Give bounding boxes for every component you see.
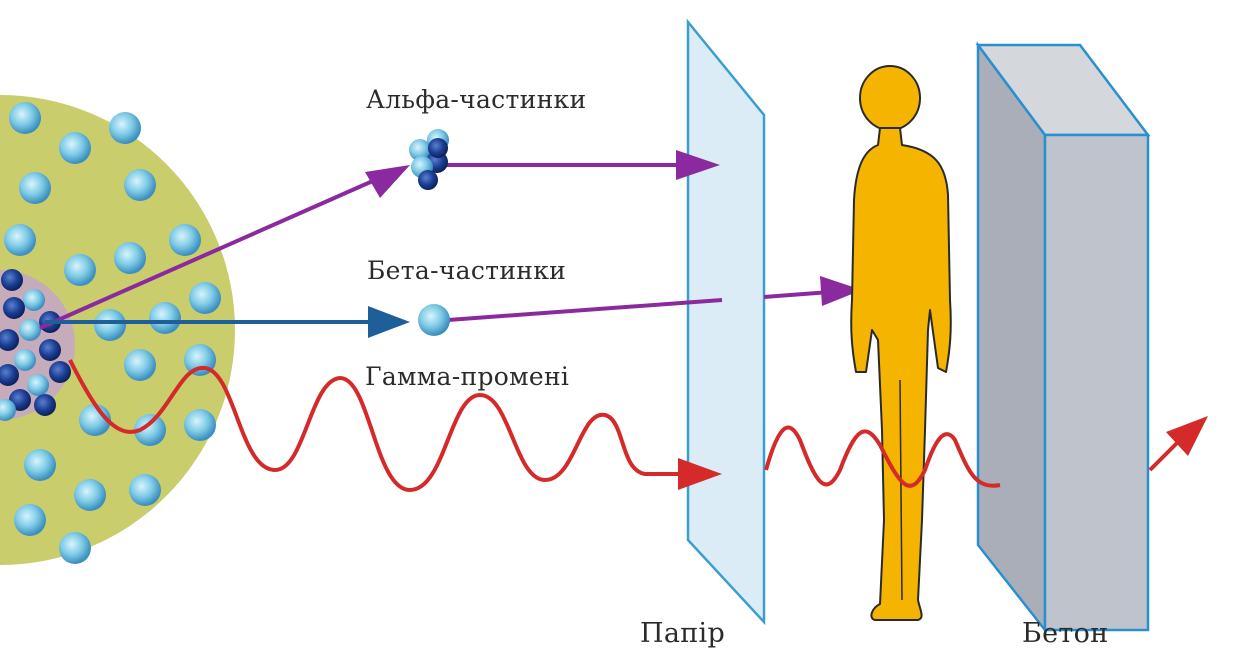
paper-label: Папір xyxy=(640,618,725,649)
gamma-label: Гамма-промені xyxy=(365,362,569,391)
source-particle xyxy=(24,449,56,481)
nucleus-particle xyxy=(34,394,56,416)
nucleus-particle xyxy=(1,269,23,291)
nucleus-particle xyxy=(23,289,45,311)
source-particle xyxy=(114,242,146,274)
source-particle xyxy=(59,132,91,164)
concrete-side xyxy=(978,45,1045,630)
alpha-arrowhead-1 xyxy=(365,165,410,198)
source-particle xyxy=(184,409,216,441)
beta-label: Бета-частинки xyxy=(367,256,566,285)
source-particle xyxy=(74,479,106,511)
source-particle xyxy=(169,224,201,256)
nucleus-particle xyxy=(14,349,36,371)
source-particle xyxy=(129,474,161,506)
nucleus-particle xyxy=(27,374,49,396)
concrete-label: Бетон xyxy=(1022,618,1109,649)
source-particle xyxy=(94,309,126,341)
source-particle xyxy=(4,224,36,256)
nucleus-particle xyxy=(3,297,25,319)
source-particle xyxy=(189,282,221,314)
source-particle xyxy=(124,349,156,381)
source-particle xyxy=(19,172,51,204)
radioactive-source-icon xyxy=(0,95,235,565)
source-particle xyxy=(124,169,156,201)
source-particle xyxy=(14,504,46,536)
alpha-label: Альфа-частинки xyxy=(366,85,586,114)
source-particle xyxy=(64,254,96,286)
source-particle xyxy=(109,112,141,144)
paper-sheet xyxy=(688,22,764,622)
concrete-block xyxy=(978,45,1148,630)
source-particle xyxy=(9,102,41,134)
nucleus-particle xyxy=(19,319,41,341)
beta-particle-icon xyxy=(418,304,450,336)
nucleus-particle xyxy=(39,339,61,361)
source-particle xyxy=(149,302,181,334)
human-silhouette-icon xyxy=(851,66,951,620)
alpha-particle-cluster-icon xyxy=(409,129,449,190)
beta-arrowhead-1 xyxy=(368,306,410,338)
source-particle xyxy=(59,532,91,564)
concrete-front xyxy=(1045,135,1148,630)
nucleus-particle xyxy=(49,361,71,383)
